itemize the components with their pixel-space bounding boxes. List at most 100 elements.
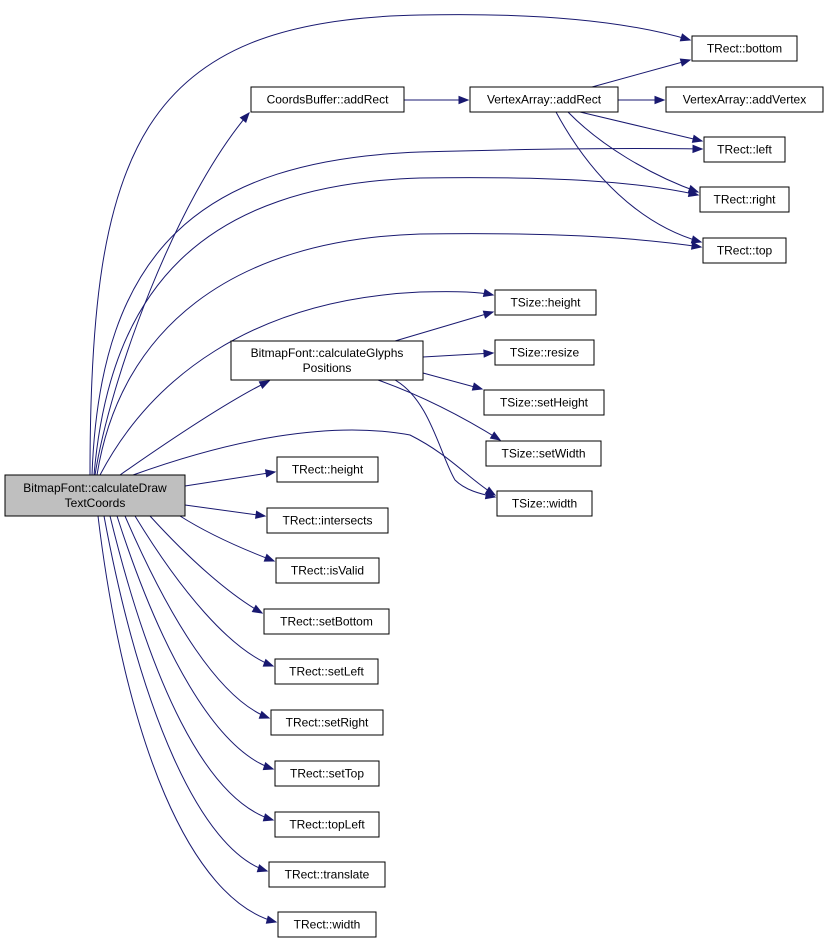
node-box[interactable] xyxy=(274,760,380,787)
edge-line xyxy=(184,504,266,517)
edge-root-to-trect_top xyxy=(96,233,703,476)
node-trect-intersects[interactable]: TRect::intersects xyxy=(266,507,389,534)
edge-line xyxy=(134,515,274,667)
edge-root-to-trect_right xyxy=(93,177,700,476)
node-box[interactable] xyxy=(469,86,619,113)
node-box[interactable] xyxy=(263,608,390,635)
node-trect-setright[interactable]: TRect::setRight xyxy=(270,709,384,736)
node-box[interactable] xyxy=(665,86,824,113)
edge-line xyxy=(422,352,494,358)
node-trect-settop[interactable]: TRect::setTop xyxy=(274,760,380,787)
node-trect-bottom[interactable]: TRect::bottom xyxy=(691,35,798,62)
node-label: TRect::isValid xyxy=(291,564,364,578)
edge-root-to-trect_isvalid xyxy=(179,515,276,562)
node-label: TRect::topLeft xyxy=(289,818,365,832)
node-box[interactable] xyxy=(494,289,597,316)
edge-line xyxy=(179,515,275,562)
edge-va_addrect-to-trect_bottom xyxy=(591,58,692,88)
arrowhead xyxy=(483,349,495,358)
node-box[interactable] xyxy=(4,474,186,517)
node-trect-isvalid[interactable]: TRect::isValid xyxy=(275,557,380,584)
edge-root-to-bf_calcglyphs xyxy=(119,380,271,476)
edge-va_addrect-to-trect_right xyxy=(567,111,700,193)
edge-root-to-trect_height xyxy=(184,469,277,487)
node-box[interactable] xyxy=(699,186,790,213)
node-box[interactable] xyxy=(277,911,377,938)
node-box[interactable] xyxy=(485,440,602,467)
node-box[interactable] xyxy=(266,507,389,534)
edge-line xyxy=(555,111,702,243)
edge-line xyxy=(99,291,494,476)
arrowhead xyxy=(258,710,271,719)
node-label: TRect::translate xyxy=(285,868,370,882)
edge-va_addrect-to-trect_top xyxy=(555,111,703,244)
edge-line xyxy=(116,515,274,770)
node-tsize-resize[interactable]: TSize::resize xyxy=(494,339,595,366)
node-box[interactable] xyxy=(703,136,786,163)
call-edges xyxy=(89,14,704,924)
edge-line xyxy=(119,380,270,476)
node-coords-addrect[interactable]: CoordsBuffer::addRect xyxy=(250,86,405,113)
node-box[interactable] xyxy=(250,86,405,113)
edge-bf_calcglyphs-to-tsize_resize xyxy=(422,349,495,358)
node-trect-height[interactable]: TRect::height xyxy=(276,456,379,483)
node-trect-right[interactable]: TRect::right xyxy=(699,186,790,213)
node-va-addrect[interactable]: VertexArray::addRect xyxy=(469,86,619,113)
edge-root-to-trect_bottom xyxy=(89,14,692,476)
node-box[interactable] xyxy=(691,35,798,62)
arrowhead xyxy=(482,288,495,297)
edge-root-to-trect_translate xyxy=(103,515,269,873)
edge-root-to-trect_width xyxy=(97,515,278,924)
edge-bf_calcglyphs-to-tsize_width xyxy=(394,379,497,500)
node-box[interactable] xyxy=(276,456,379,483)
node-box[interactable] xyxy=(268,861,386,888)
arrowhead xyxy=(255,510,267,519)
edge-line xyxy=(567,111,699,193)
node-box[interactable] xyxy=(230,340,424,381)
edge-line xyxy=(394,379,496,498)
node-tsize-width[interactable]: TSize::width xyxy=(496,490,593,517)
node-box[interactable] xyxy=(496,490,593,517)
node-label: TextCoords xyxy=(65,496,126,510)
node-label: TSize::resize xyxy=(510,346,580,360)
node-box[interactable] xyxy=(274,811,380,838)
edge-bf_calcglyphs-to-tsize_setheight xyxy=(422,372,484,391)
node-label: TRect::top xyxy=(717,244,773,258)
arrowhead xyxy=(471,382,484,391)
node-box[interactable] xyxy=(494,339,595,366)
edge-line xyxy=(103,515,268,872)
node-tsize-setheight[interactable]: TSize::setHeight xyxy=(483,389,605,416)
node-trect-setleft[interactable]: TRect::setLeft xyxy=(274,658,379,685)
node-box[interactable] xyxy=(274,658,379,685)
edge-line xyxy=(377,379,501,441)
node-label: BitmapFont::calculateGlyphs xyxy=(251,346,404,360)
node-trect-width[interactable]: TRect::width xyxy=(277,911,377,938)
edge-root-to-coords_addrect xyxy=(94,111,250,476)
node-trect-left[interactable]: TRect::left xyxy=(703,136,786,163)
node-label: VertexArray::addRect xyxy=(487,93,602,107)
edge-line xyxy=(124,515,270,719)
node-tsize-height[interactable]: TSize::height xyxy=(494,289,597,316)
node-trect-top[interactable]: TRect::top xyxy=(702,237,787,264)
node-label: TRect::setRight xyxy=(286,716,369,730)
node-tsize-setwidth[interactable]: TSize::setWidth xyxy=(485,440,602,467)
node-box[interactable] xyxy=(275,557,380,584)
arrowhead xyxy=(690,241,703,250)
node-trect-topleft[interactable]: TRect::topLeft xyxy=(274,811,380,838)
edge-root-to-trect_setbottom xyxy=(149,515,264,614)
node-trect-translate[interactable]: TRect::translate xyxy=(268,861,386,888)
node-va-addvertex[interactable]: VertexArray::addVertex xyxy=(665,86,824,113)
arrowhead xyxy=(264,469,277,478)
edge-line xyxy=(149,515,263,614)
node-box[interactable] xyxy=(270,709,384,736)
arrowhead xyxy=(262,658,275,667)
node-trect-setbottom[interactable]: TRect::setBottom xyxy=(263,608,390,635)
node-label: TRect::height xyxy=(292,463,364,477)
edge-root-to-trect_setleft xyxy=(134,515,275,667)
node-box[interactable] xyxy=(483,389,605,416)
node-box[interactable] xyxy=(702,237,787,264)
edge-line xyxy=(394,311,494,342)
edge-line xyxy=(89,14,691,476)
